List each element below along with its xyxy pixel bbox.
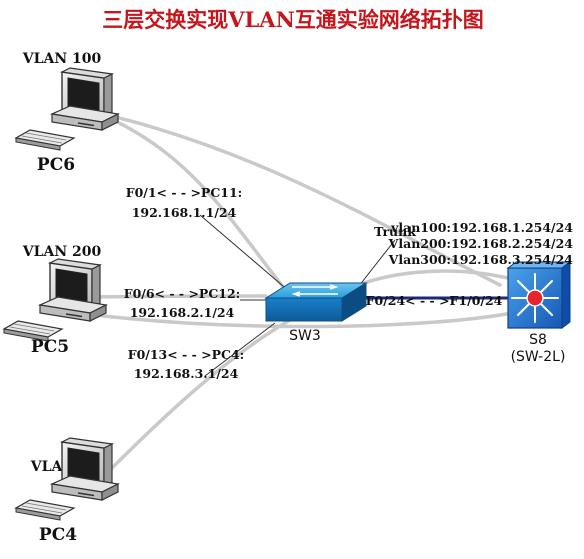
pc4-link-port: F0/13< - - >PC4: — [128, 347, 245, 362]
pc4-link-ip: 192.168.3.1/24 — [134, 366, 239, 381]
s8-svi-vlan300: Vlan300:192.168.3.254/24 — [388, 252, 574, 267]
cable-pc5-s8 — [93, 311, 514, 329]
cable-pc6-sw3 — [93, 110, 292, 298]
cable-pc6-s8 — [93, 110, 502, 287]
s8-svi-vlan100: vlan100:192.168.1.254/24 — [390, 220, 573, 235]
diagram-title: 三层交换实现VLAN互通实验网络拓扑图 — [102, 7, 484, 32]
pc6-name: PC6 — [37, 155, 75, 175]
pc5-link-ip: 192.168.2.1/24 — [130, 305, 235, 320]
pc4-computer[interactable] — [15, 437, 119, 521]
pc4-name: PC4 — [39, 525, 77, 545]
s8-name: S8 — [529, 332, 547, 348]
pc6-link-port: F0/1< - - >PC11: — [126, 185, 243, 200]
pc5-vlan: VLAN 200 — [22, 244, 102, 260]
sw3-label: SW3 — [289, 328, 321, 344]
pc6-vlan: VLAN 100 — [22, 51, 102, 67]
pc5-computer[interactable] — [3, 258, 107, 342]
s8-switch[interactable] — [506, 261, 572, 329]
s8-svi-vlan200: Vlan200:192.168.2.254/24 — [388, 236, 574, 251]
sw3-switch[interactable] — [264, 282, 368, 322]
cable-pc4-sw3 — [108, 318, 292, 472]
pc6-computer[interactable] — [15, 67, 119, 151]
trunk-label: Trunk — [374, 224, 416, 239]
pc5-name: PC5 — [31, 337, 69, 357]
pc5-link-port: F0/6< - - >PC12: — [124, 286, 241, 301]
callout-pc4-label — [204, 322, 276, 377]
pc6-link-ip: 192.168.1.1/24 — [132, 205, 237, 220]
callout-pc6-label — [199, 214, 291, 293]
cable-pc5-sw3 — [93, 294, 268, 299]
trunk-ports-label: F0/24< - - >F1/0/24 — [366, 293, 503, 308]
s8-subtitle: (SW-2L) — [511, 349, 566, 365]
